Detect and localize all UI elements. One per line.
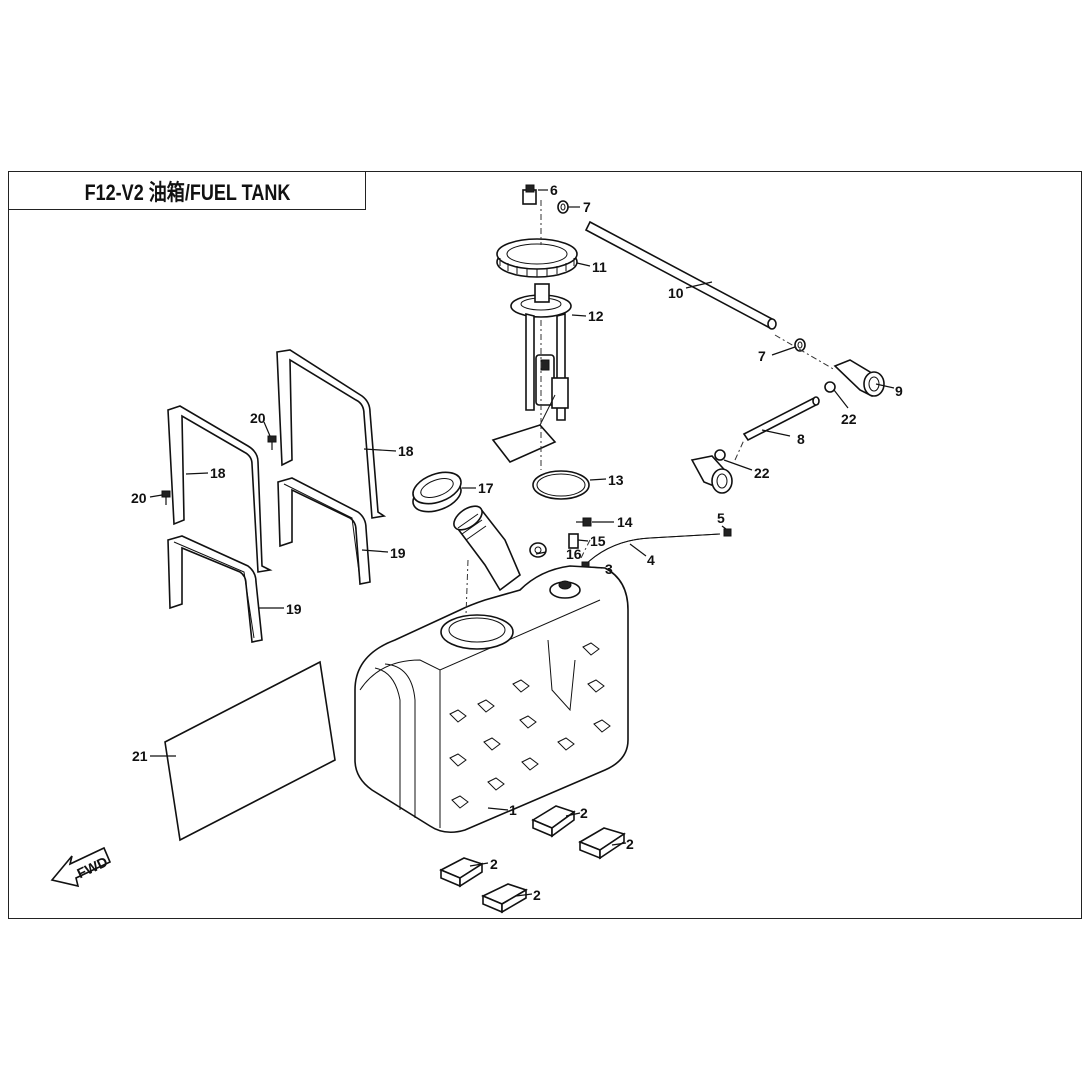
part-2-pad-c <box>439 857 484 888</box>
callout-3: 3 <box>605 561 613 577</box>
callout-10: 10 <box>668 285 684 301</box>
title-box: F12-V2 油箱/FUEL TANK <box>8 171 366 210</box>
callout-22-lower: 22 <box>754 465 770 481</box>
part-17-filler-cap <box>412 471 462 513</box>
part-15-valve <box>568 533 579 549</box>
filler-neck <box>453 505 521 592</box>
callout-18-right: 18 <box>398 443 414 459</box>
assembly-lines <box>465 200 836 616</box>
part-22-clamp-lower <box>714 449 726 461</box>
callout-2b: 2 <box>626 836 634 852</box>
part-2-pad-a <box>531 805 576 838</box>
callout-5: 5 <box>717 510 725 526</box>
callout-8: 8 <box>797 431 805 447</box>
part-11-lock-ring <box>496 238 578 278</box>
callout-18-left: 18 <box>210 465 226 481</box>
part-10-hose <box>584 220 777 330</box>
callout-2a: 2 <box>580 805 588 821</box>
callout-2d: 2 <box>533 887 541 903</box>
part-20-screw-upper <box>267 435 277 450</box>
part-18-strap-right <box>276 349 387 519</box>
callout-16: 16 <box>566 546 582 562</box>
callout-2c: 2 <box>490 856 498 872</box>
callout-20-lower: 20 <box>131 490 147 506</box>
part-2-pad-b <box>578 827 626 860</box>
part-8-hose <box>742 396 820 442</box>
part-19-pad-right <box>277 477 371 585</box>
callout-7-mid: 7 <box>758 348 766 364</box>
part-21-sheet <box>164 660 336 842</box>
part-9-fitting <box>833 359 885 397</box>
part-13-o-ring <box>532 470 590 500</box>
callout-15: 15 <box>590 533 606 549</box>
part-19-pad-left <box>167 535 263 643</box>
callout-9: 9 <box>895 383 903 399</box>
callout-22-upper: 22 <box>841 411 857 427</box>
callout-12: 12 <box>588 308 604 324</box>
callout-11: 11 <box>592 259 607 275</box>
part-12-fuel-pump <box>491 283 572 463</box>
callout-6: 6 <box>550 182 558 198</box>
fwd-arrow: FWD <box>50 846 112 888</box>
diagram-frame <box>8 171 1082 919</box>
part-4-breather-hose <box>583 533 721 567</box>
part-5-clip <box>723 528 732 537</box>
diagram-title: F12-V2 油箱/FUEL TANK <box>84 179 290 205</box>
part-7-clamp-mid <box>794 338 806 352</box>
callout-20-upper: 20 <box>250 410 266 426</box>
callout-19-right: 19 <box>390 545 406 561</box>
part-14-bolt <box>576 517 592 527</box>
quick-connector-lower <box>690 455 733 494</box>
part-18-strap-left <box>167 405 273 573</box>
callout-19-left: 19 <box>286 601 302 617</box>
callout-17: 17 <box>478 480 494 496</box>
leader-lines <box>149 189 895 897</box>
callout-21: 21 <box>132 748 148 764</box>
callout-14: 14 <box>617 514 633 530</box>
part-2-pad-d <box>481 883 528 914</box>
part-16-grommet <box>529 542 547 558</box>
callouts: 1 2 2 2 2 3 4 5 6 7 7 8 9 10 11 12 13 14… <box>131 182 903 903</box>
fwd-label: FWD <box>74 853 110 881</box>
part-7-clamp-top <box>557 200 569 214</box>
callout-4: 4 <box>647 552 655 568</box>
callout-1: 1 <box>509 802 517 818</box>
callout-13: 13 <box>608 472 624 488</box>
part-22-clamp-upper <box>824 381 836 393</box>
part-20-screw-lower <box>161 490 171 505</box>
part-6-connector <box>522 184 537 205</box>
callout-7-top: 7 <box>583 199 591 215</box>
part-1-fuel-tank <box>354 565 629 834</box>
